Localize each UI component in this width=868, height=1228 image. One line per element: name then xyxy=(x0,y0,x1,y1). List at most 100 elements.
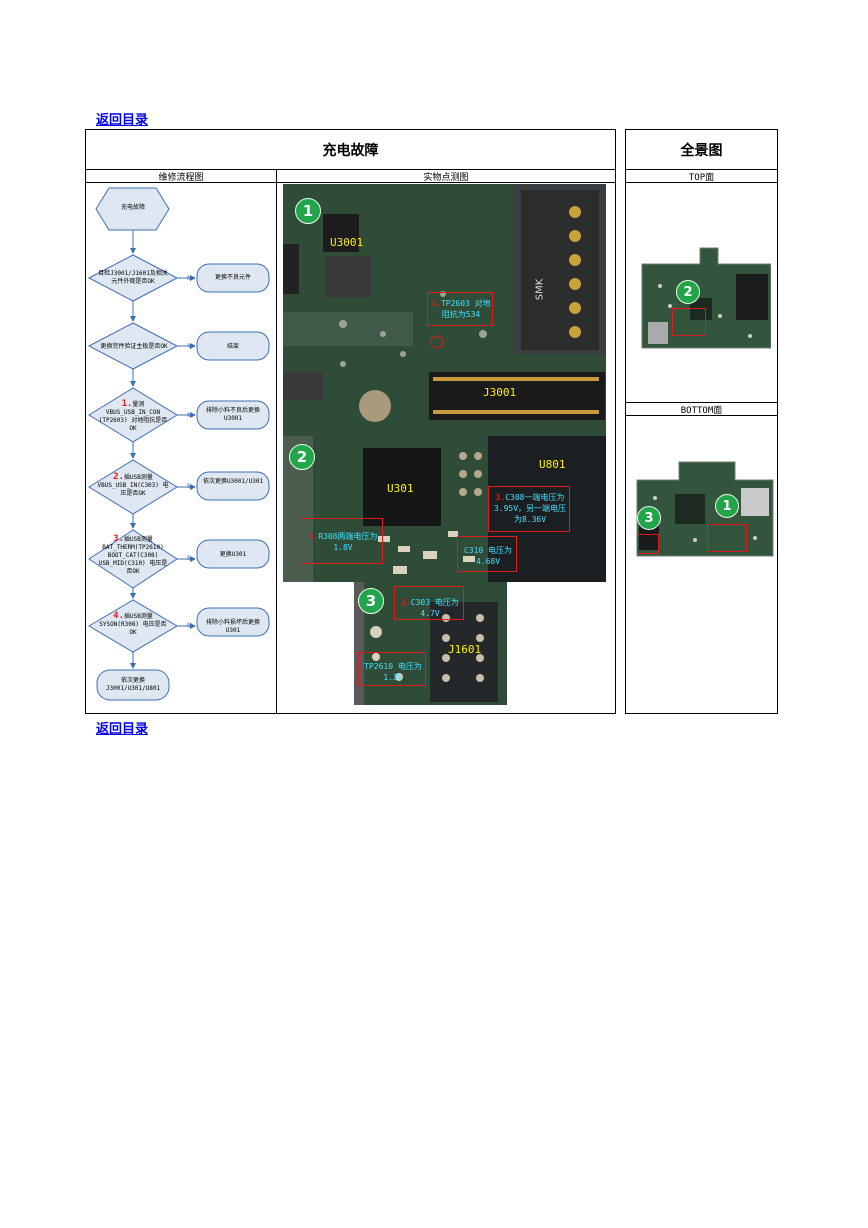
bottom-marker-1: 1 xyxy=(715,494,739,518)
flow-result-3 xyxy=(196,400,270,430)
step-number: 1. xyxy=(121,399,133,409)
u301-label: U301 xyxy=(387,482,414,495)
board-bottom-art xyxy=(636,461,774,557)
top-marker-2: 2 xyxy=(676,280,700,304)
divider xyxy=(626,169,777,170)
flow-decision-6-label: 4.插USB测量 SYSON(R308) 电压是否OK xyxy=(97,612,169,637)
marker-2: 2 xyxy=(289,444,315,470)
flow-end-label: 依次更换 J3001/U301/U801 xyxy=(105,677,161,692)
step-body: VBUS_USB_IN_CON (TP2603) 对地阻抗是否OK xyxy=(98,409,168,432)
j3001-label: J3001 xyxy=(483,386,517,399)
no-mark: N xyxy=(187,622,191,629)
divider xyxy=(626,402,777,403)
c310-callout: C310 电压为4.68V xyxy=(457,536,517,572)
r308-value: R308两端电压为1.8V xyxy=(318,532,378,552)
step-body: SYSON(R308) 电压是否OK xyxy=(99,621,167,636)
divider xyxy=(276,170,277,713)
step-title: 插USB测量 xyxy=(124,613,153,620)
step-title: 插USB测量 xyxy=(124,474,153,481)
flow-result-2-label: 结束 xyxy=(226,343,239,350)
pcb-photo-u301-u801: 2 U301 U801 3.C308一端电压为3.95V，另一端电压为8.36V… xyxy=(283,436,606,582)
flow-decision-3-label: 1.量测 VBUS_USB_IN_CON (TP2603) 对地阻抗是否OK xyxy=(97,400,169,433)
flow-result-4-label: 依次更换U3001/U301 xyxy=(202,478,264,485)
flow-decision-4-label: 2.插USB测量 VBUS_USB_IN(C303) 电压是否OK xyxy=(97,473,169,498)
back-to-toc-link-top[interactable]: 返回目录 xyxy=(96,113,149,128)
no-mark: N xyxy=(187,275,191,282)
flow-result-4 xyxy=(196,471,270,501)
flow-result-1-label: 更换不良元件 xyxy=(214,274,251,281)
flow-result-1 xyxy=(196,263,270,293)
bottom-highlight-box-3 xyxy=(637,534,659,554)
flow-result-2 xyxy=(196,331,270,361)
step-number: 4. xyxy=(308,532,319,541)
pcb-photo-art xyxy=(283,184,606,436)
tp2603-callout: 1.TP2603 对地阻抗为534 xyxy=(427,292,493,326)
r308-callout: 4.R308两端电压为1.8V xyxy=(301,518,383,564)
flow-end-shape xyxy=(96,669,170,701)
step-number: 2. xyxy=(401,598,411,607)
board-bottom-view: 1 3 xyxy=(635,458,775,558)
step-body: VBUS_USB_IN(C303) 电压是否OK xyxy=(97,482,169,497)
tp2610-text: TP2610 电压为1.3V xyxy=(364,662,422,682)
r308-text: 4.R308两端电压为1.8V xyxy=(304,531,382,553)
smk-label: SMK xyxy=(534,278,546,301)
photo-column-header: 实物点测图 xyxy=(423,172,469,183)
tp2603-text: 1.TP2603 对地阻抗为534 xyxy=(430,298,492,320)
divider xyxy=(86,169,615,170)
flow-result-3-label: 排除小料不良后更换U3001 xyxy=(205,407,260,422)
flow-result-6 xyxy=(196,607,270,637)
repair-flowchart xyxy=(87,187,270,701)
flow-start-shape xyxy=(95,187,170,231)
c310-text: C310 电压为4.68V xyxy=(463,546,513,566)
no-mark: N xyxy=(187,555,191,562)
step-number: 3. xyxy=(113,534,124,544)
step-number: 1. xyxy=(431,299,441,308)
c303-callout: 2.C303 电压为4.7V xyxy=(394,586,464,620)
bottom-marker-3: 3 xyxy=(637,506,661,530)
main-table-title: 充电故障 xyxy=(322,142,379,159)
board-top-view: 2 xyxy=(640,246,771,350)
c303-text: 2.C303 电压为4.7V xyxy=(397,597,463,619)
flow-decision-5-label: 3.插USB测量 BAT_THERM(TP2610) BOOT_CAT(C308… xyxy=(97,535,169,576)
step-title: 量测 xyxy=(132,401,145,408)
c308-callout: 3.C308一端电压为3.95V，另一端电压为8.36V xyxy=(488,486,570,532)
marker-3: 3 xyxy=(358,588,384,614)
u801-label: U801 xyxy=(539,458,566,471)
step-number: 3. xyxy=(495,493,506,502)
flow-decision-1-label: 目检J3001/J1601及相关元件外观是否OK xyxy=(98,270,168,285)
top-side-header: TOP面 xyxy=(688,172,715,183)
flow-result-5-label: 更换U301 xyxy=(219,551,247,558)
step-number: 4. xyxy=(113,611,124,621)
bottom-side-header: BOTTOM面 xyxy=(680,405,723,416)
bottom-highlight-box-1 xyxy=(707,524,747,552)
step-title: 插USB测量 xyxy=(124,536,153,543)
flow-start-label: 充电故障 xyxy=(120,204,145,211)
pcb-photo-art xyxy=(283,436,606,582)
pcb-photo-u3001-j3001: 1 U3001 J3001 SMK 1.TP2603 对地阻抗为534 xyxy=(283,184,606,436)
divider xyxy=(626,182,777,183)
j1601-label: J1601 xyxy=(448,643,482,656)
step-number: 2. xyxy=(113,472,124,482)
c308-value: C308一端电压为3.95V，另一端电压为8.36V xyxy=(493,493,567,524)
yes-mark: Y xyxy=(187,343,191,350)
top-highlight-box xyxy=(672,308,706,336)
back-to-toc-link-bottom[interactable]: 返回目录 xyxy=(96,722,149,737)
c308-text: 3.C308一端电压为3.95V，另一端电压为8.36V xyxy=(491,492,569,525)
flow-result-6-label: 排除小料损坏后更换U301 xyxy=(205,619,260,634)
c303-value: C303 电压为4.7V xyxy=(410,598,459,618)
u3001-label: U3001 xyxy=(330,236,364,249)
panorama-table: 全景图 TOP面 BOTTOM面 xyxy=(625,129,778,714)
divider xyxy=(626,415,777,416)
tp2610-callout: TP2610 电压为1.3V xyxy=(358,652,426,686)
flow-result-5 xyxy=(196,539,270,569)
flow-decision-2-label: 更换完件验证主板是否OK xyxy=(100,343,168,350)
divider xyxy=(86,182,615,183)
flowchart-column-header: 维修流程图 xyxy=(158,172,204,183)
no-mark: N xyxy=(187,483,191,490)
marker-1: 1 xyxy=(295,198,321,224)
board-top-art xyxy=(641,247,771,349)
panorama-title: 全景图 xyxy=(680,142,723,159)
step-body: BAT_THERM(TP2610) BOOT_CAT(C308) USB_MID… xyxy=(98,544,168,575)
pcb-photo-j1601: 3 J1601 2.C303 电压为4.7V TP2610 电压为1.3V xyxy=(354,582,507,705)
tp2603-value: TP2603 对地阻抗为534 xyxy=(440,299,491,319)
